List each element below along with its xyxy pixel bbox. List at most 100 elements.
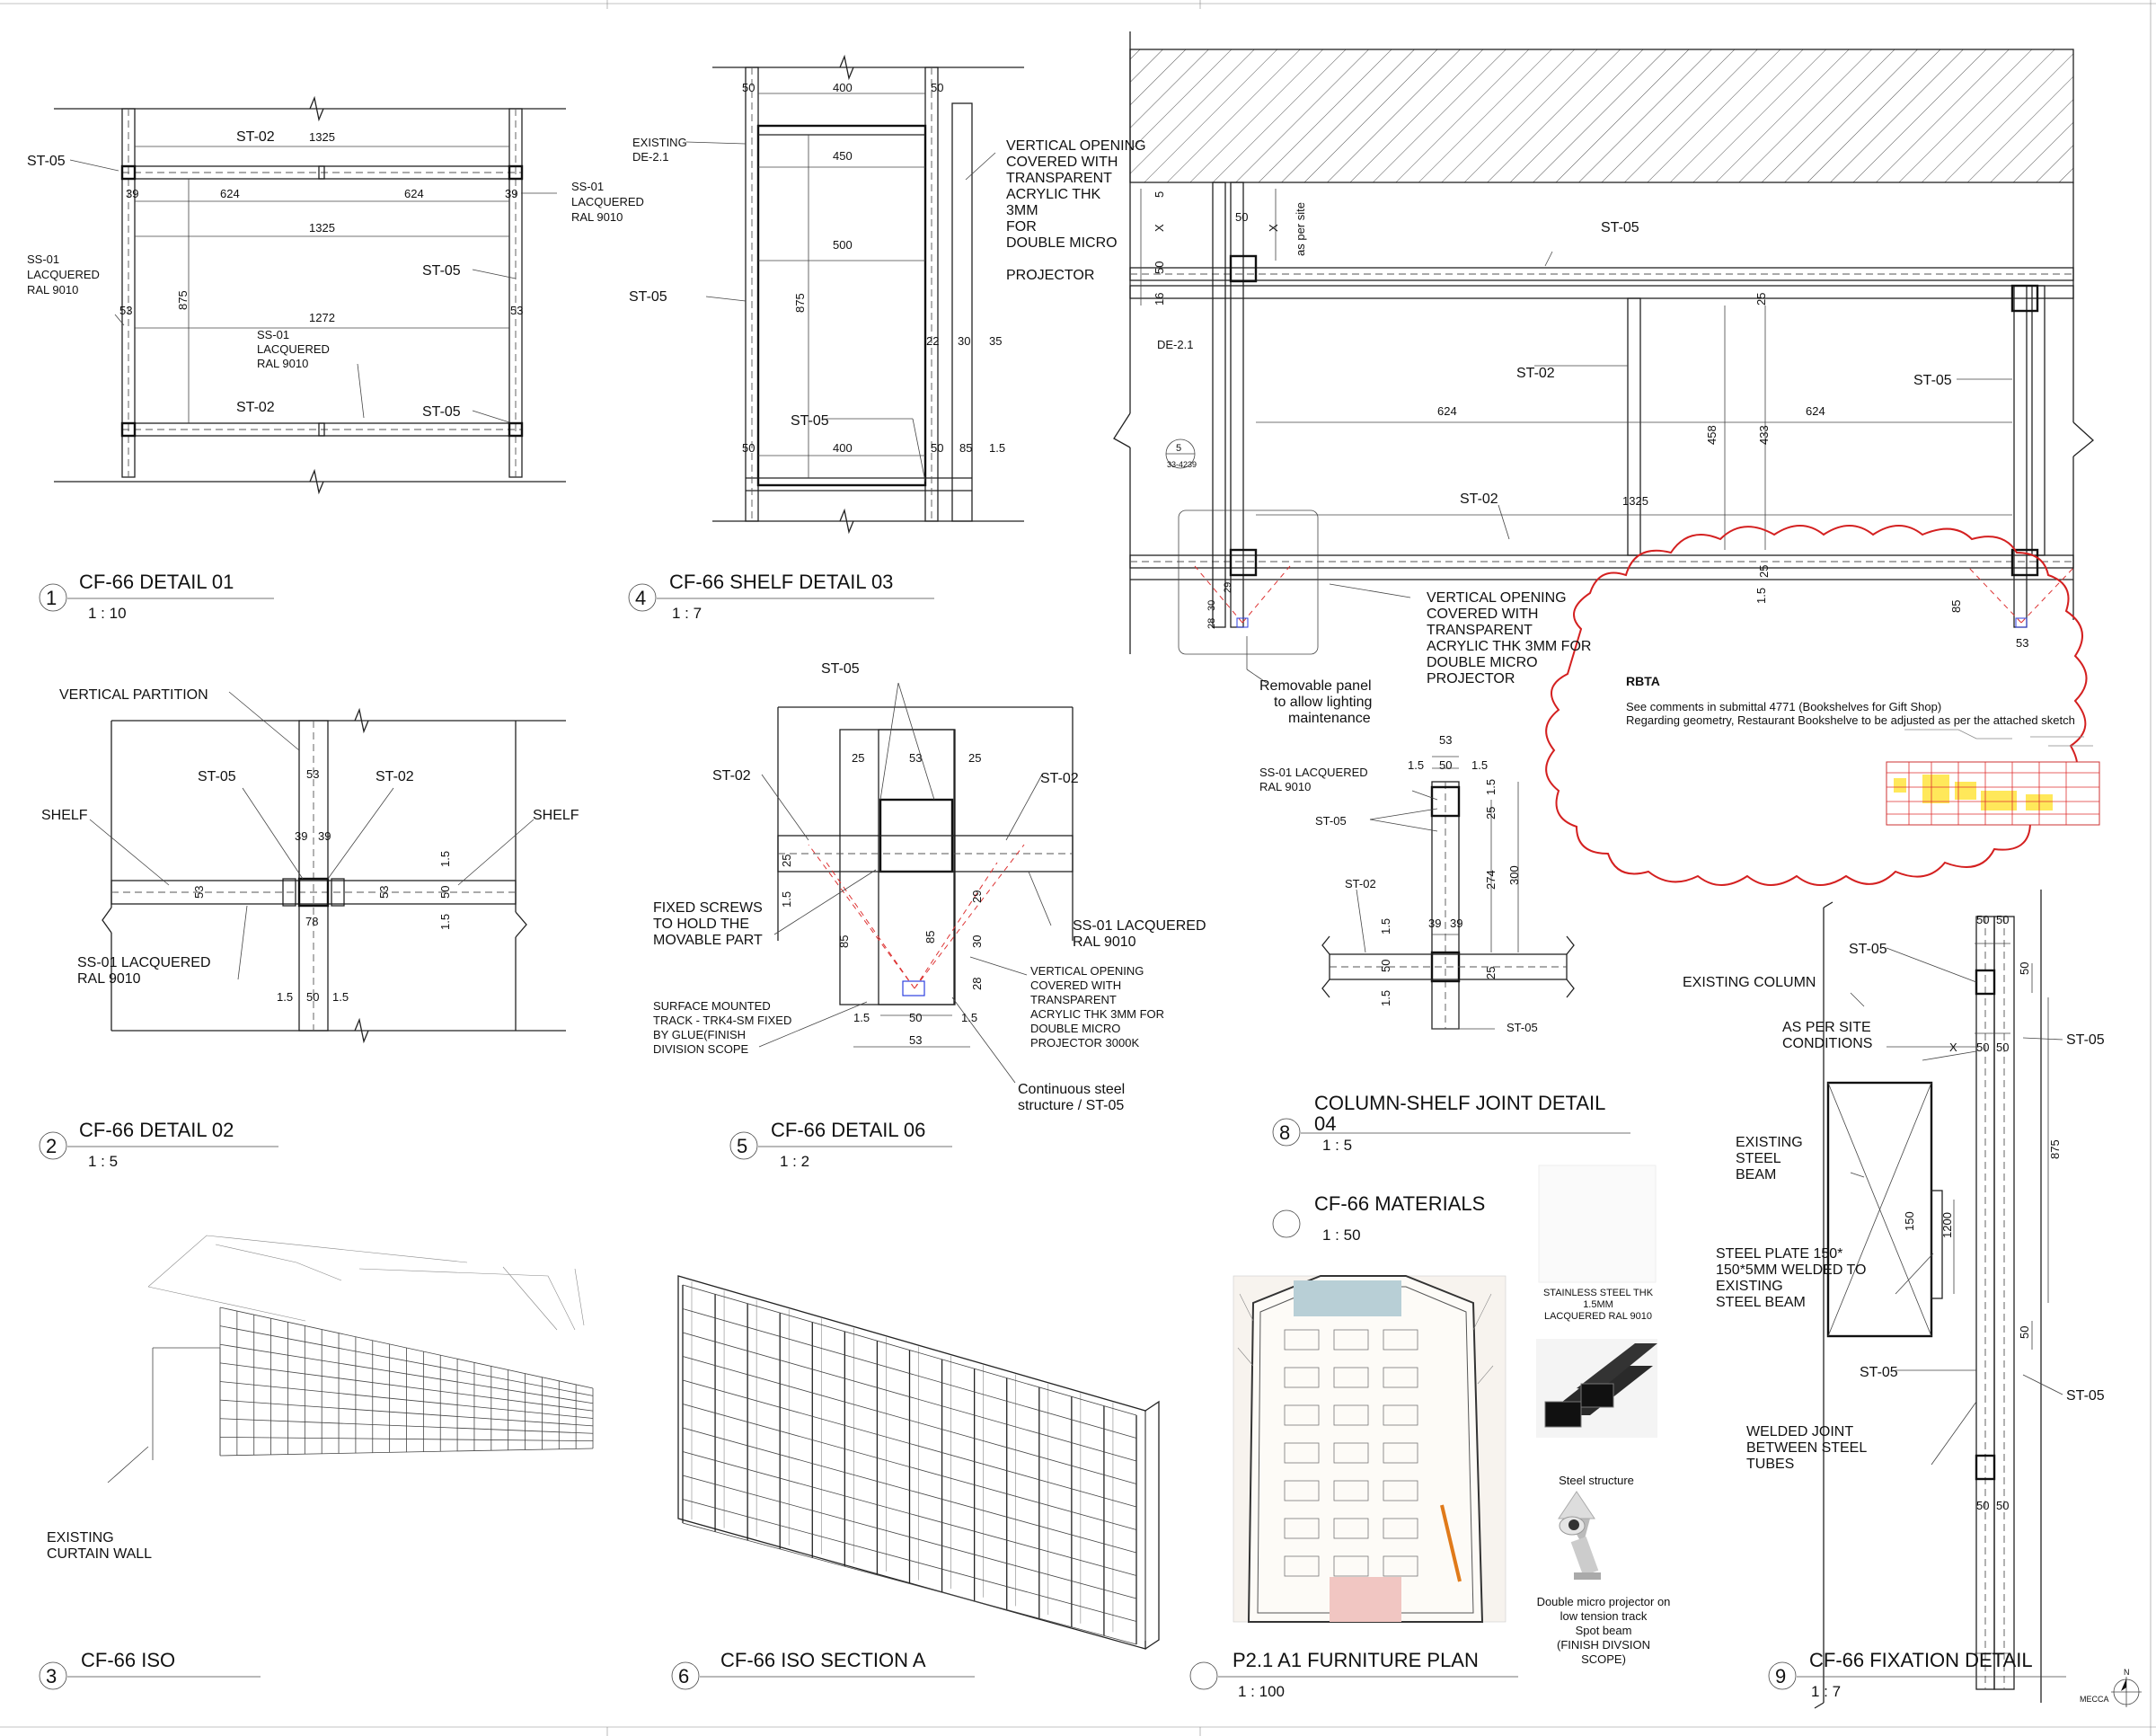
dimension: 875	[793, 293, 807, 313]
dimension: 50	[1439, 758, 1452, 772]
label: ST-05	[27, 154, 66, 169]
label: structure / ST-05	[1018, 1098, 1124, 1113]
label: SS-01 LACQUERED	[1259, 766, 1368, 779]
dimension: 624	[404, 187, 424, 200]
shelf-line	[682, 1284, 1137, 1416]
label: ST-05	[1913, 373, 1952, 388]
label: CONDITIONS	[1782, 1036, 1872, 1051]
dimension: 53	[1439, 733, 1452, 747]
dimension: 458	[1705, 425, 1719, 445]
dimension: 50	[931, 81, 943, 94]
shelf-line	[219, 1325, 594, 1396]
dimension: 50	[1996, 1041, 2009, 1054]
dimension: 875	[2048, 1139, 2062, 1159]
plan-table	[1333, 1329, 1369, 1351]
dimension: 1.5	[1484, 779, 1498, 795]
material-1-line-3: LACQUERED RAL 9010	[1544, 1311, 1652, 1322]
label: MOVABLE PART	[653, 933, 763, 948]
label: COVERED WITH	[1006, 155, 1118, 170]
label: 150*5MM WELDED TO	[1716, 1262, 1866, 1278]
dimension: 53	[909, 751, 922, 765]
label: ST-05	[198, 769, 236, 784]
label: RAL 9010	[571, 210, 623, 224]
dimension: 50	[1996, 913, 2009, 926]
dimension: 35	[989, 334, 1002, 348]
materials-labels: STAINLESS STEEL THK 1.5MM LACQUERED RAL …	[1537, 1288, 1671, 1666]
rbta-line-2: Regarding geometry, Restaurant Bookshelv…	[1626, 713, 2075, 727]
furniture-plan-title: P2.1 A1 FURNITURE PLAN	[1233, 1649, 1479, 1671]
material-3-line-2: low tension track	[1560, 1609, 1648, 1623]
shelf-detail-03-labels: 50 400 50 EXISTING DE-2.1 450 500 875 VE…	[629, 81, 1146, 455]
label: RAL 9010	[77, 971, 141, 987]
label: ST-05	[791, 413, 829, 429]
dimension: 1325	[309, 221, 335, 235]
rbta-sketch-thumbnail	[1886, 729, 2100, 826]
north-arrow	[2111, 1677, 2142, 1707]
dimension: 53	[306, 767, 319, 781]
dimension: 1.5	[332, 990, 349, 1004]
dimension: 85	[959, 441, 972, 455]
plan-table	[1333, 1442, 1369, 1464]
label: FIXED SCREWS	[653, 900, 763, 916]
label: LACQUERED	[571, 195, 644, 208]
plan-table	[1284, 1329, 1320, 1351]
label: to allow lighting	[1274, 695, 1372, 710]
dimension: 1.5	[1408, 758, 1424, 772]
dimension: 25	[1484, 967, 1498, 979]
label: DOUBLE MICRO	[1006, 235, 1118, 251]
dimension: 50	[306, 990, 319, 1004]
shelf-line	[682, 1332, 1137, 1462]
shelf-line	[682, 1522, 1137, 1645]
shelf-line	[682, 1427, 1137, 1554]
detail-01-drawing	[54, 95, 566, 495]
label: ST-05	[821, 661, 860, 677]
dimension: 29	[1223, 582, 1233, 593]
dimension: 25	[780, 855, 793, 867]
dimension: 1200	[1940, 1212, 1954, 1238]
dimension: 1.5	[1379, 990, 1392, 1006]
dimension: 1325	[1622, 494, 1648, 508]
label: ST-02	[236, 129, 275, 145]
label: PROJECTOR	[1427, 671, 1515, 686]
view-5-number: 5	[737, 1135, 747, 1157]
label: STEEL PLATE 150*	[1716, 1246, 1842, 1262]
view-1-scale: 1 : 10	[88, 605, 127, 622]
dimension: 39	[1450, 917, 1462, 930]
dimension: 1325	[309, 130, 335, 144]
plan-tables	[1284, 1329, 1418, 1577]
fixation-detail-drawing	[1814, 890, 2063, 1709]
dimension: 50	[2018, 1326, 2031, 1339]
dimension: 85	[1949, 600, 1963, 613]
iso-section-shelf-grid	[682, 1281, 1146, 1645]
label: SS-01 LACQUERED	[1073, 918, 1206, 934]
dimension: 875	[176, 290, 190, 310]
label: EXISTING COLUMN	[1683, 975, 1816, 990]
materials-images	[1536, 1165, 1657, 1580]
iso-drawing	[107, 1235, 594, 1484]
label: TUBES	[1746, 1457, 1794, 1472]
dimension: 39	[505, 187, 517, 200]
dimension: 1.5	[1471, 758, 1488, 772]
label: COVERED WITH	[1427, 607, 1538, 622]
label: ST-05	[2066, 1032, 2105, 1048]
label: ST-02	[236, 400, 275, 415]
dimension: 400	[833, 81, 853, 94]
view-6-title: CF-66 ISO SECTION A	[720, 1649, 926, 1671]
shelf-line	[219, 1343, 594, 1404]
curtain-wall-label-1: EXISTING	[47, 1530, 114, 1546]
view-8-number: 8	[1279, 1121, 1290, 1144]
label: SHELF	[41, 808, 88, 823]
curtain-wall-label-2: CURTAIN WALL	[47, 1546, 152, 1562]
dimension: 53	[2016, 636, 2028, 650]
dimension: 30	[958, 334, 970, 348]
label: TRACK - TRK4-SM FIXED	[653, 1014, 791, 1027]
view-9-scale: 1 : 7	[1811, 1683, 1841, 1700]
dimension: 1.5	[438, 851, 452, 867]
dimension: 624	[220, 187, 240, 200]
shelf-line	[219, 1436, 594, 1442]
north-label: N	[2124, 1668, 2130, 1677]
label: FOR	[1006, 219, 1037, 235]
dimension: 150	[1903, 1211, 1916, 1231]
dimension: 25	[1757, 565, 1771, 578]
